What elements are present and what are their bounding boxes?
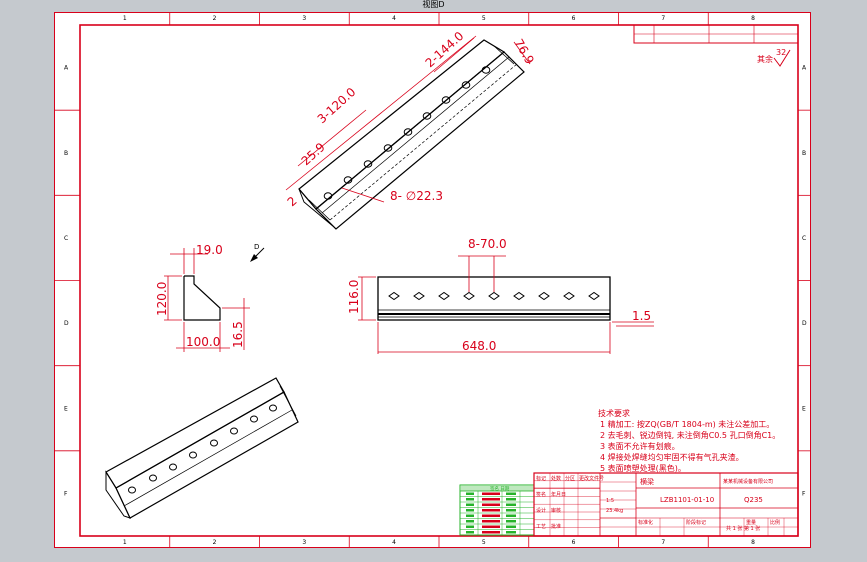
dim-iso-offset: 25.9: [299, 140, 328, 168]
note-line-4: 4 焊接处焊缝均匀牢固不得有气孔夹渣。: [600, 452, 744, 462]
iso-view-top: [285, 35, 531, 230]
dim-iso-edge: 2: [285, 194, 300, 210]
title-block-label: 签名: [536, 491, 546, 498]
zone-row-label: D: [802, 320, 807, 327]
zone-col-label: 6: [572, 15, 576, 22]
zone-col-label: 5: [482, 539, 486, 546]
title-block-label: 更改文件号: [579, 475, 604, 482]
title-block-label: 重量: [746, 519, 756, 526]
note-line-3: 3 表面不允许有划痕。: [600, 441, 680, 451]
front-view: [358, 255, 654, 354]
note-line-5: 5 表面喷塑处理(黑色)。: [600, 463, 686, 473]
dim-side-base: 100.0: [186, 335, 220, 349]
zone-col-label: 8: [751, 539, 755, 546]
technical-notes: 技术要求 1 精加工: 按ZQ(GB/T 1804-m) 未注公差加工。 2 去…: [598, 408, 780, 473]
view-d-label: D: [254, 243, 259, 251]
zone-row-label: F: [802, 490, 806, 497]
roughness-symbol: 其余 32: [757, 48, 791, 67]
title-block: 横梁 某某机械设备有限公司 LZB1101-01-10 Q235 1:5 23.…: [533, 472, 799, 537]
title-block-label: 比例: [770, 519, 780, 526]
dim-front-pitch: 8-70.0: [468, 237, 507, 251]
material: Q235: [744, 496, 763, 504]
dim-front-height: 116.0: [347, 280, 361, 314]
zone-col-label: 4: [392, 539, 396, 546]
window-title: 视图D: [422, 0, 445, 9]
notes-heading: 技术要求: [598, 408, 630, 418]
dim-front-thickness: 1.5: [632, 309, 651, 323]
top-code-table: [633, 24, 799, 44]
title-block-label: 标记: [536, 475, 546, 482]
roughness-value: 32: [776, 48, 786, 57]
zone-col-label: 3: [302, 15, 306, 22]
zone-col-label: 7: [661, 539, 665, 546]
title-block-label: 处数: [551, 475, 561, 482]
side-view: [164, 248, 250, 352]
zone-col-label: 8: [751, 15, 755, 22]
zone-row-label: C: [64, 235, 68, 242]
dim-front-length: 648.0: [462, 339, 496, 353]
outer-frame: [54, 12, 811, 548]
title-block-label: 标准化: [638, 519, 653, 526]
zone-row-label: E: [802, 405, 806, 412]
dim-iso-span: 3-120.0: [315, 85, 359, 126]
title-block-label: 工艺: [536, 524, 546, 530]
zone-row-label: A: [802, 65, 807, 72]
view-d-arrow: D: [250, 243, 265, 262]
zone-col-label: 2: [213, 539, 217, 546]
title-block-label: 审核: [551, 507, 561, 514]
title-block-label: 分区: [565, 475, 575, 482]
dim-side-height: 120.0: [155, 282, 169, 316]
zone-col-label: 1: [123, 15, 127, 22]
note-line-1: 1 精加工: 按ZQ(GB/T 1804-m) 未注公差加工。: [600, 419, 774, 429]
zone-row-label: C: [802, 235, 806, 242]
title-block-label: 年月日: [551, 491, 566, 498]
zone-row-label: E: [64, 405, 68, 412]
sheet-count: 共 1 张 第 1 张: [726, 525, 760, 532]
weight-value: 23.4kg: [606, 508, 623, 514]
zone-col-label: 3: [302, 539, 306, 546]
part-name: 横梁: [640, 477, 654, 486]
iso-view-bottom: [105, 377, 299, 519]
zone-row-label: A: [64, 65, 69, 72]
note-line-2: 2 去毛刺、锐边倒钝, 未注倒角C0.5 孔口倒角C1。: [600, 430, 780, 440]
zone-col-label: 7: [661, 15, 665, 22]
zone-col-label: 1: [123, 539, 127, 546]
zone-row-label: B: [802, 150, 806, 157]
dim-iso-holes: 8- ∅22.3: [390, 189, 443, 203]
title-block-label: 设计: [536, 507, 546, 514]
title-block-label: 阶段标记: [686, 519, 706, 526]
company-name: 某某机械设备有限公司: [723, 478, 773, 485]
dim-side-top: 19.0: [196, 243, 223, 257]
zone-col-label: 2: [213, 15, 217, 22]
revision-header: 签名 日期: [490, 485, 510, 492]
zone-col-label: 5: [482, 15, 486, 22]
zone-col-label: 4: [392, 15, 396, 22]
revision-table: 签名 日期: [459, 484, 535, 536]
scale-value: 1:5: [606, 498, 614, 504]
dim-iso-width: 76.9: [511, 37, 536, 67]
zone-col-label: 6: [572, 539, 576, 546]
front-holes: [388, 291, 600, 301]
zone-row-label: F: [64, 490, 68, 497]
zone-row-label: D: [64, 320, 69, 327]
drawing-number: LZB1101-01-10: [660, 496, 714, 504]
zone-row-label: B: [64, 150, 68, 157]
dim-side-lip: 16.5: [231, 321, 245, 348]
roughness-rest-label: 其余: [757, 54, 773, 64]
title-block-label: 批准: [551, 523, 561, 530]
